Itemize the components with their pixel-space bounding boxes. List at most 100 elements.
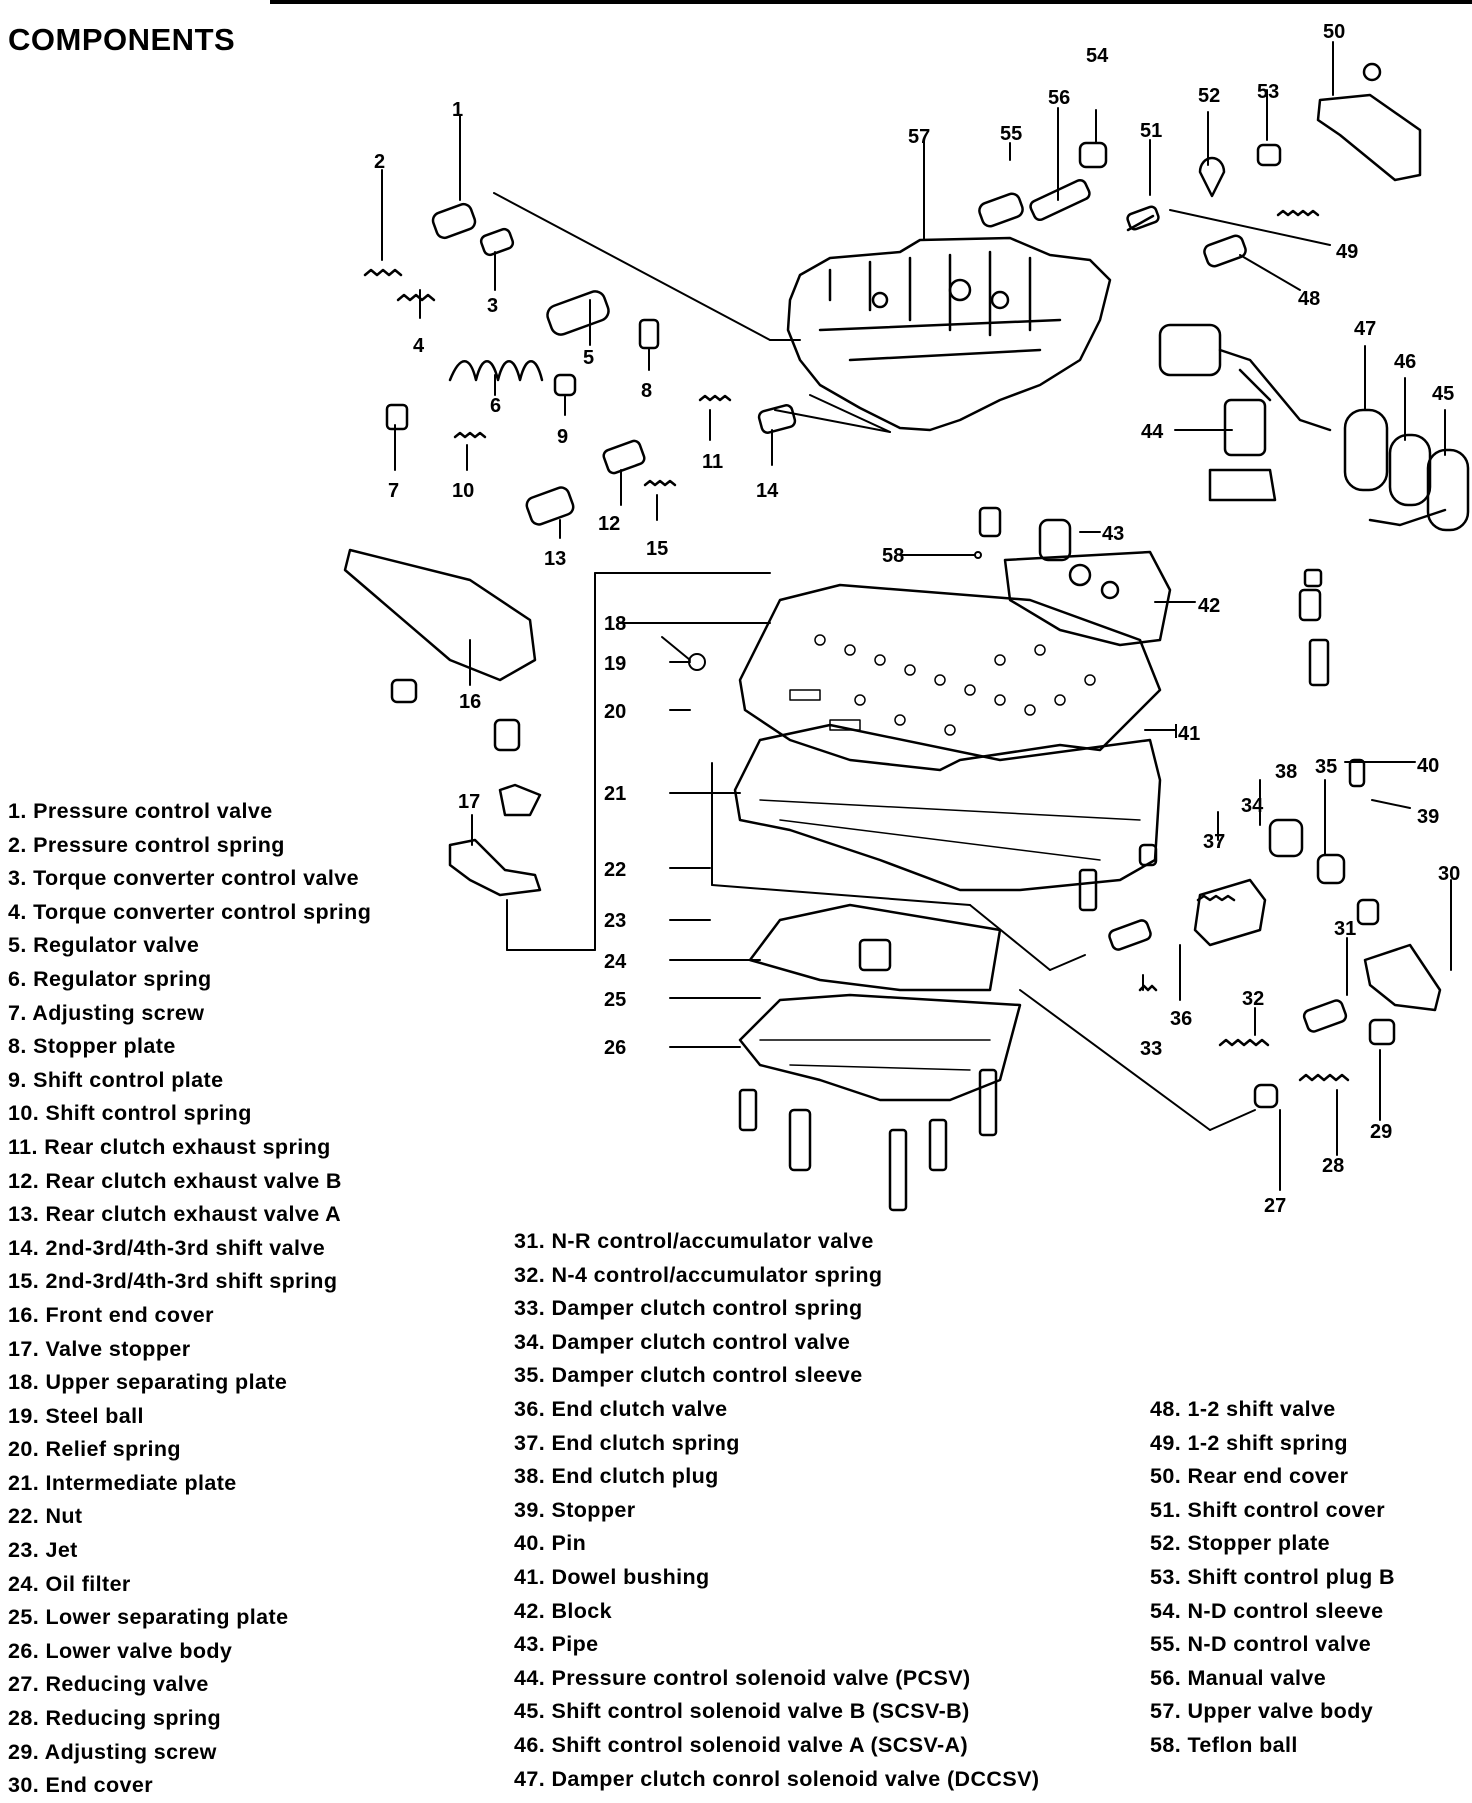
callout-22: 22 (604, 859, 626, 881)
callout-11: 11 (702, 451, 723, 473)
legend-item: 18. Upper separating plate (8, 1370, 288, 1395)
callout-17: 17 (458, 791, 480, 813)
legend-item: 47. Damper clutch conrol solenoid valve … (514, 1766, 1040, 1791)
callout-46: 46 (1394, 351, 1416, 373)
block-and-pipe (978, 506, 1172, 647)
callout-30: 30 (1438, 863, 1460, 885)
legend-item: 53. Shift control plug B (1150, 1564, 1395, 1589)
callout-42: 42 (1198, 595, 1220, 617)
legend-item: 41. Dowel bushing (514, 1564, 710, 1589)
callout-41: 41 (1178, 723, 1200, 745)
callout-50: 50 (1323, 21, 1345, 43)
legend-item: 57. Upper valve body (1150, 1699, 1374, 1724)
legend-item: 24. Oil filter (8, 1571, 131, 1596)
callout-51: 51 (1140, 120, 1162, 142)
callout-38: 38 (1275, 761, 1297, 783)
legend-item: 14. 2nd-3rd/4th-3rd shift valve (8, 1235, 326, 1260)
callout-20: 20 (604, 701, 626, 723)
callout-25: 25 (604, 989, 626, 1011)
callout-21: 21 (604, 783, 626, 805)
legend-list-left: 1. Pressure control valve 2. Pressure co… (8, 795, 371, 1803)
legend-item: 49. 1-2 shift spring (1150, 1430, 1348, 1455)
legend-item: 46. Shift control solenoid valve A (SCSV… (514, 1732, 969, 1757)
callout-26: 26 (604, 1037, 626, 1059)
legend-item: 33. Damper clutch control spring (514, 1296, 863, 1321)
legend-item: 23. Jet (8, 1538, 78, 1563)
legend-item: 5. Regulator valve (8, 933, 200, 958)
callout-52: 52 (1198, 85, 1220, 107)
callout-39: 39 (1417, 806, 1439, 828)
legend-item: 39. Stopper (514, 1497, 636, 1522)
upper-separating-plate-part (738, 583, 1162, 772)
legend-item: 25. Lower separating plate (8, 1605, 289, 1630)
legend-item: 50. Rear end cover (1150, 1464, 1349, 1489)
legend-item: 13. Rear clutch exhaust valve A (8, 1202, 342, 1227)
legend-item: 6. Regulator spring (8, 966, 212, 991)
legend-item: 37. End clutch spring (514, 1430, 740, 1455)
legend-item: 19. Steel ball (8, 1403, 144, 1428)
legend-item: 36. End clutch valve (514, 1396, 728, 1421)
legend-list-right: 48. 1-2 shift valve 49. 1-2 shift spring… (1150, 1393, 1395, 1763)
upper-valve-body-part (786, 236, 1112, 432)
legend-item: 55. N-D control valve (1150, 1632, 1372, 1657)
legend-item: 42. Block (514, 1598, 613, 1623)
intermediate-plate-part (733, 723, 1162, 892)
legend-item: 2. Pressure control spring (8, 832, 285, 857)
legend-item: 29. Adjusting screw (8, 1739, 217, 1764)
legend-item: 58. Teflon ball (1150, 1732, 1298, 1757)
lower-plate-and-body (738, 903, 1022, 1102)
legend-item: 15. 2nd-3rd/4th-3rd shift spring (8, 1269, 338, 1294)
legend-item: 31. N-R control/accumulator valve (514, 1229, 874, 1253)
callout-2: 2 (374, 151, 385, 173)
callout-45: 45 (1432, 383, 1454, 405)
legend-item: 27. Reducing valve (8, 1672, 209, 1697)
legend-item: 40. Pin (514, 1531, 587, 1556)
callout-53: 53 (1257, 81, 1279, 103)
legend-item: 10. Shift control spring (8, 1101, 252, 1126)
callout-33: 33 (1140, 1038, 1162, 1060)
top-border-line (270, 0, 1472, 4)
callout-54: 54 (1086, 45, 1109, 67)
legend-item: 56. Manual valve (1150, 1665, 1327, 1690)
legend-item: 9. Shift control plate (8, 1067, 224, 1092)
valve-small-parts-upper-left (363, 202, 797, 526)
callout-7: 7 (388, 480, 399, 502)
callout-40: 40 (1417, 755, 1439, 777)
legend-item: 11. Rear clutch exhaust spring (8, 1134, 331, 1159)
callout-4: 4 (413, 335, 425, 357)
callout-56: 56 (1048, 87, 1070, 109)
exploded-valve-body-diagram: 1 2 3 4 5 6 7 8 9 10 11 12 13 14 15 16 1… (343, 21, 1470, 1217)
legend-item: 32. N-4 control/accumulator spring (514, 1262, 883, 1287)
legend-item: 51. Shift control cover (1150, 1497, 1386, 1522)
callout-58: 58 (882, 545, 904, 567)
callout-12: 12 (598, 513, 620, 535)
legend-item: 20. Relief spring (8, 1437, 181, 1462)
legend-item: 44. Pressure control solenoid valve (PCS… (514, 1665, 971, 1690)
right-lower-valve-parts (1108, 588, 1442, 1109)
legend-item: 28. Reducing spring (8, 1706, 222, 1731)
callout-24: 24 (604, 951, 627, 973)
legend-item: 16. Front end cover (8, 1302, 214, 1327)
callout-28: 28 (1322, 1155, 1344, 1177)
callout-numbers: 1 2 3 4 5 6 7 8 9 10 11 12 13 14 15 16 1… (374, 21, 1460, 1217)
legend-item: 1. Pressure control valve (8, 799, 273, 823)
legend-item: 26. Lower valve body (8, 1638, 233, 1663)
callout-9: 9 (557, 426, 568, 448)
callout-18: 18 (604, 613, 626, 635)
legend-item: 17. Valve stopper (8, 1336, 191, 1361)
callout-44: 44 (1141, 421, 1164, 443)
legend-item: 52. Stopper plate (1150, 1531, 1331, 1556)
callout-36: 36 (1170, 1008, 1192, 1030)
callout-32: 32 (1242, 988, 1264, 1010)
legend-item: 35. Damper clutch control sleeve (514, 1363, 863, 1388)
legend-item: 12. Rear clutch exhaust valve B (8, 1168, 342, 1193)
callout-13: 13 (544, 548, 566, 570)
legend-item: 30. End cover (8, 1773, 154, 1798)
callout-43: 43 (1102, 523, 1124, 545)
legend-item: 7. Adjusting screw (8, 1000, 205, 1025)
legend-item: 4. Torque converter control spring (8, 899, 372, 924)
callout-31: 31 (1334, 918, 1356, 940)
callout-19: 19 (604, 653, 626, 675)
callout-8: 8 (641, 380, 652, 402)
callout-14: 14 (756, 480, 779, 502)
